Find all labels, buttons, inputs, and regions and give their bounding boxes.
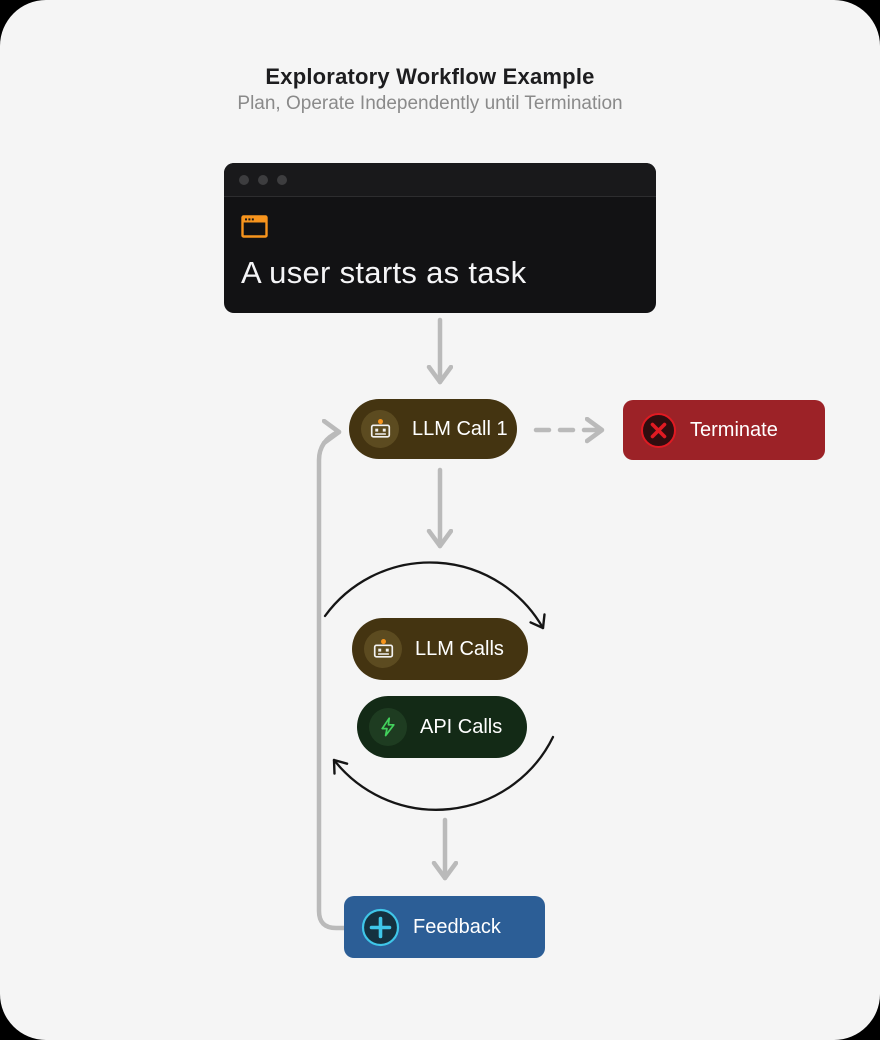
node-label: LLM Calls bbox=[415, 637, 504, 660]
task-window: A user starts as task bbox=[224, 163, 656, 313]
node-label: API Calls bbox=[420, 715, 503, 738]
feedback-return-line bbox=[316, 432, 347, 931]
node-label: Feedback bbox=[413, 915, 501, 938]
node-label: Terminate bbox=[690, 418, 778, 441]
node-feedback: Feedback bbox=[344, 896, 545, 958]
node-llm-calls: LLM Calls bbox=[352, 618, 528, 680]
window-body: A user starts as task bbox=[224, 197, 656, 291]
task-text: A user starts as task bbox=[241, 255, 527, 290]
x-circle-icon bbox=[641, 412, 676, 448]
window-titlebar bbox=[224, 163, 656, 197]
zap-icon bbox=[369, 708, 407, 746]
bot-icon bbox=[364, 630, 402, 668]
traffic-light-dot bbox=[258, 174, 268, 185]
traffic-light-dot bbox=[239, 174, 249, 185]
bot-icon bbox=[361, 410, 399, 448]
diagram-subtitle: Plan, Operate Independently until Termin… bbox=[237, 93, 623, 114]
diagram-title: Exploratory Workflow Example bbox=[265, 64, 595, 89]
plus-circle-icon bbox=[361, 908, 400, 946]
traffic-light-dot bbox=[277, 174, 287, 185]
node-api-calls: API Calls bbox=[357, 696, 527, 758]
node-llm-call-1: LLM Call 1 bbox=[349, 399, 517, 459]
node-terminate: Terminate bbox=[623, 400, 825, 460]
app-window-icon bbox=[241, 215, 268, 238]
node-label: LLM Call 1 bbox=[412, 417, 508, 440]
